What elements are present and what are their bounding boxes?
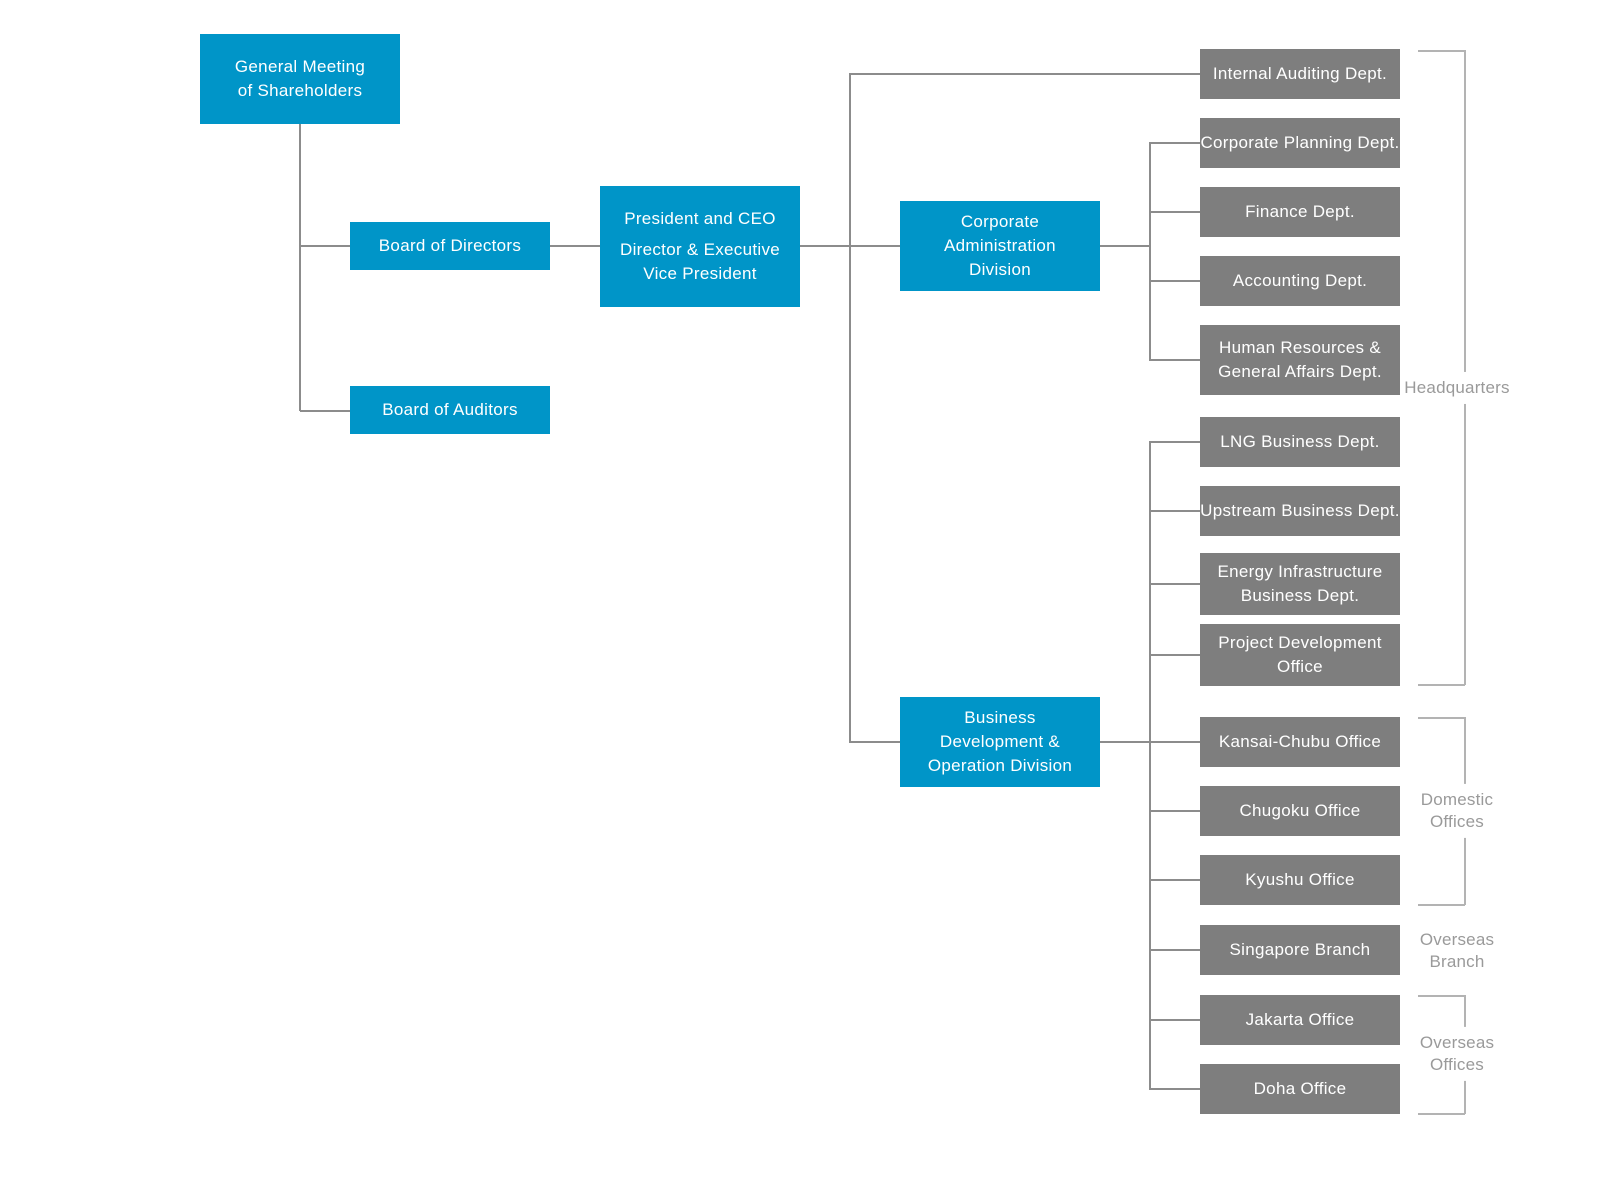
bracket-headquarters-bottom bbox=[1418, 684, 1465, 686]
connector-kyushu-stub bbox=[1150, 879, 1200, 881]
bracket-overseas-offices-top bbox=[1418, 995, 1465, 997]
connector-project-development-stub bbox=[1150, 654, 1200, 656]
dept-accounting: Accounting Dept. bbox=[1200, 256, 1400, 306]
connector-directors-president bbox=[550, 245, 600, 247]
dept-lng-business: LNG Business Dept. bbox=[1200, 417, 1400, 467]
dept-chugoku-office: Chugoku Office bbox=[1200, 786, 1400, 836]
dept-doha-office: Doha Office bbox=[1200, 1064, 1400, 1114]
dept-project-development-office: Project Development Office bbox=[1200, 624, 1400, 686]
bracket-domestic-offices-top bbox=[1418, 717, 1465, 719]
group-label-domestic-offices: Domestic Offices bbox=[1417, 783, 1497, 839]
connector-directors-stub bbox=[300, 245, 350, 247]
group-label-overseas-branch: Overseas Branch bbox=[1416, 923, 1498, 979]
bracket-domestic-offices-bottom bbox=[1418, 904, 1465, 906]
connector-corporate-planning-stub bbox=[1150, 142, 1200, 144]
node-general-meeting-of-shareholders: General Meeting of Shareholders bbox=[200, 34, 400, 124]
connector-singapore-stub bbox=[1150, 949, 1200, 951]
dept-singapore-branch: Singapore Branch bbox=[1200, 925, 1400, 975]
node-corporate-administration-division: Corporate Administration Division bbox=[900, 201, 1100, 291]
node-board-of-auditors: Board of Auditors bbox=[350, 386, 550, 434]
node-board-of-directors: Board of Directors bbox=[350, 222, 550, 270]
dept-kansai-chubu-office: Kansai-Chubu Office bbox=[1200, 717, 1400, 767]
dept-finance: Finance Dept. bbox=[1200, 187, 1400, 237]
president-title: President and CEO bbox=[624, 208, 776, 228]
connector-admin-subtrunk bbox=[1149, 142, 1151, 361]
dept-jakarta-office: Jakarta Office bbox=[1200, 995, 1400, 1045]
president-subtitle: Director & Executive Vice President bbox=[620, 239, 780, 284]
connector-corporate-admin-branch bbox=[1100, 245, 1150, 247]
group-label-headquarters: Headquarters bbox=[1401, 371, 1513, 405]
node-president-and-ceo: President and CEO Director & Executive V… bbox=[600, 186, 800, 307]
dept-human-resources-general-affairs: Human Resources & General Affairs Dept. bbox=[1200, 325, 1400, 395]
connector-kansai-chubu-stub bbox=[1150, 741, 1200, 743]
connector-chugoku-stub bbox=[1150, 810, 1200, 812]
connector-accounting-stub bbox=[1150, 280, 1200, 282]
connector-main-trunk bbox=[849, 73, 851, 743]
connector-business-subtrunk bbox=[1149, 441, 1151, 1090]
dept-energy-infrastructure-business: Energy Infrastructure Business Dept. bbox=[1200, 553, 1400, 615]
node-business-development-operation-division: Business Development & Operation Divisio… bbox=[900, 697, 1100, 787]
group-label-overseas-offices: Overseas Offices bbox=[1416, 1026, 1498, 1082]
connector-human-resources-stub bbox=[1150, 359, 1200, 361]
bracket-overseas-offices-bottom bbox=[1418, 1113, 1465, 1115]
dept-upstream-business: Upstream Business Dept. bbox=[1200, 486, 1400, 536]
connector-trunk-business-dev bbox=[850, 741, 900, 743]
connector-finance-stub bbox=[1150, 211, 1200, 213]
dept-corporate-planning: Corporate Planning Dept. bbox=[1200, 118, 1400, 168]
dept-kyushu-office: Kyushu Office bbox=[1200, 855, 1400, 905]
connector-lng-stub bbox=[1150, 441, 1200, 443]
connector-jakarta-stub bbox=[1150, 1019, 1200, 1021]
connector-auditors-stub bbox=[300, 410, 350, 412]
connector-business-dev-branch bbox=[1100, 741, 1150, 743]
connector-shareholders-trunk bbox=[299, 124, 301, 411]
connector-upstream-stub bbox=[1150, 510, 1200, 512]
bracket-headquarters-top bbox=[1418, 50, 1465, 52]
connector-energy-stub bbox=[1150, 583, 1200, 585]
bracket-headquarters-line bbox=[1464, 50, 1466, 685]
connector-doha-stub bbox=[1150, 1088, 1200, 1090]
dept-internal-auditing: Internal Auditing Dept. bbox=[1200, 49, 1400, 99]
connector-internal-auditing-stub bbox=[850, 73, 1200, 75]
